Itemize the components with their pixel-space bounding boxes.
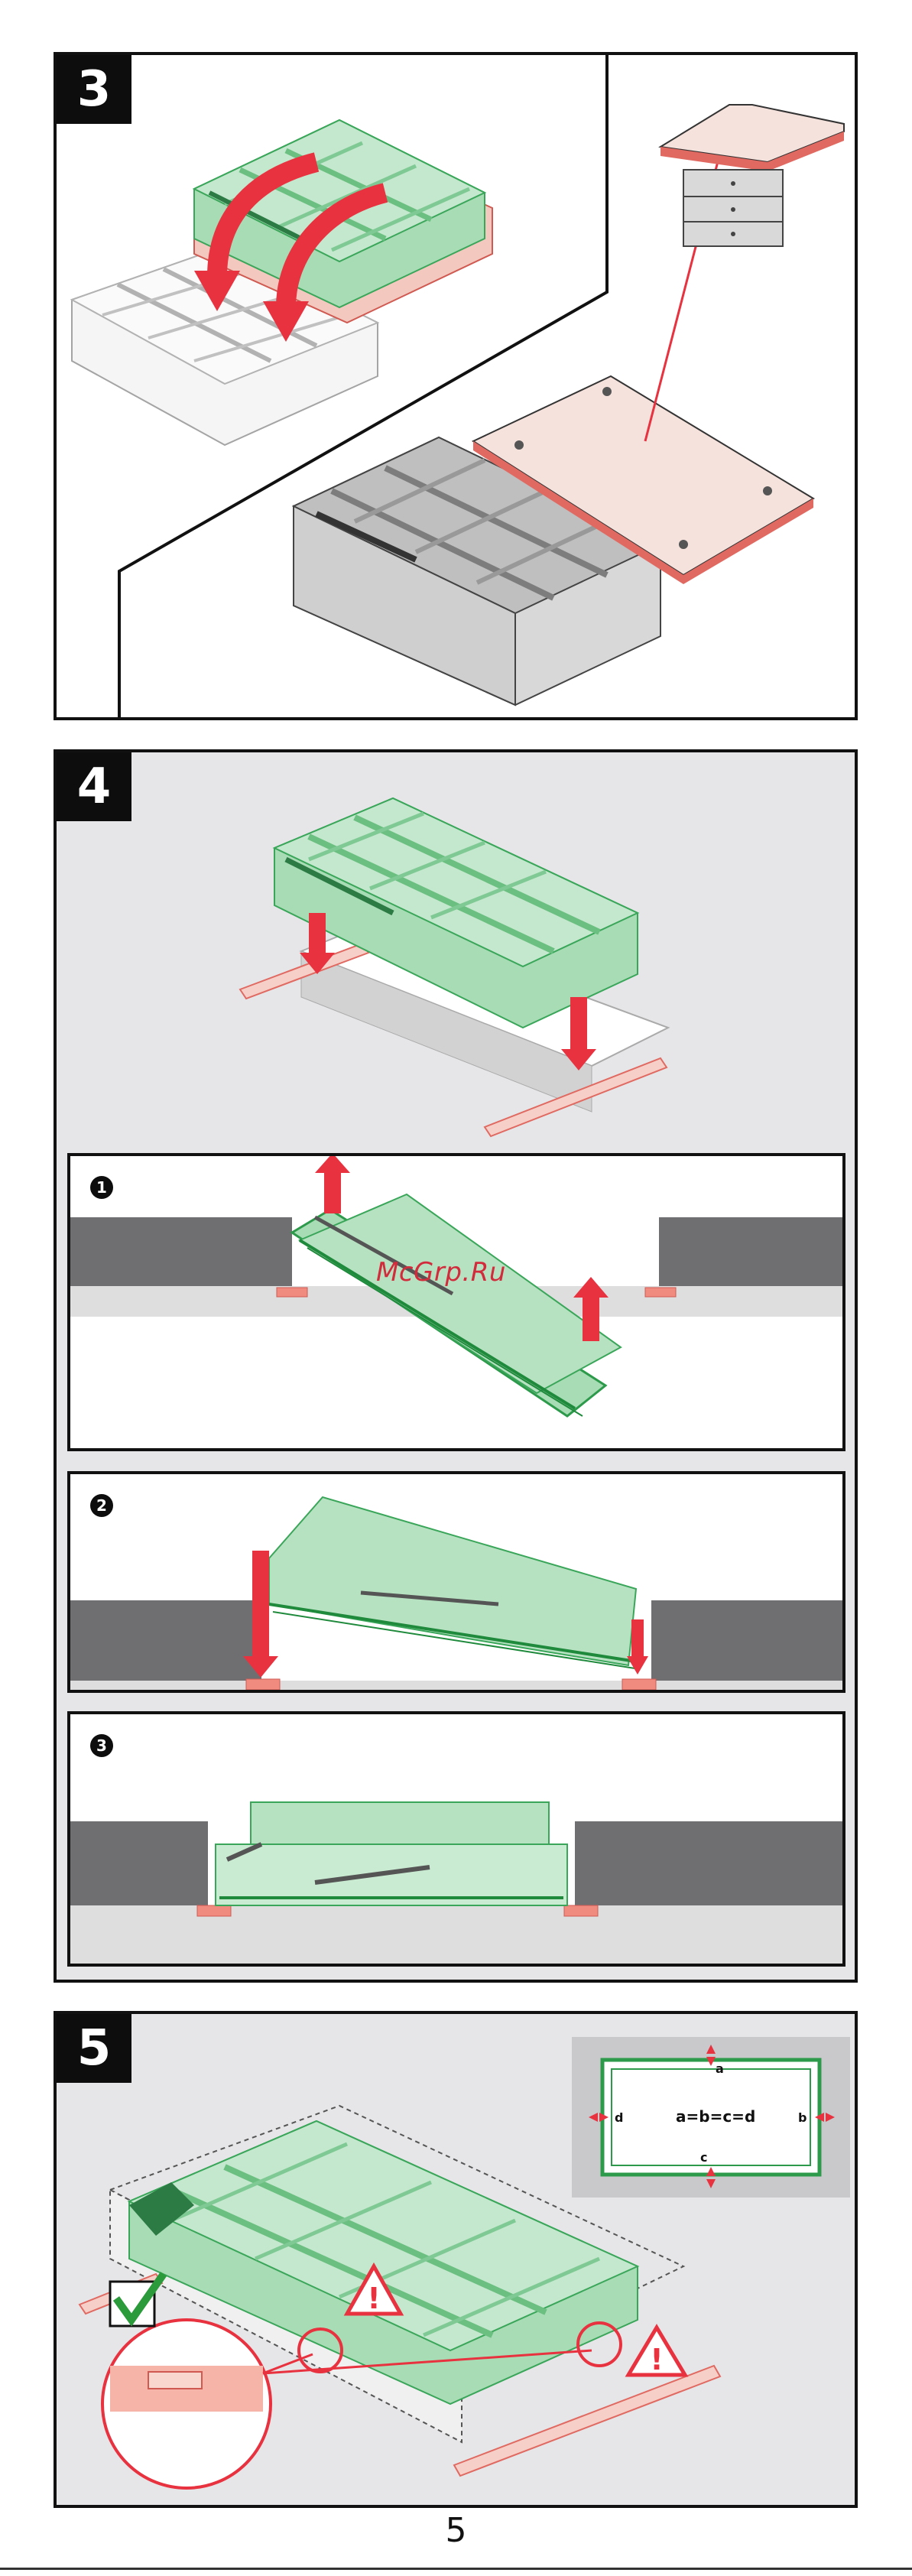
step-3-illustration [57, 55, 858, 720]
substep-badge-2: 2 [90, 1494, 113, 1517]
red-arrow-icon [570, 997, 587, 1051]
ceiling-section [70, 1821, 208, 1905]
support-batten [246, 1679, 280, 1690]
step-number-4: 4 [57, 752, 131, 821]
measurement-inset: a a=b=c=d d b c [572, 2037, 850, 2198]
step-4-main-illustration [57, 752, 858, 1150]
red-arrow-icon [252, 1551, 269, 1658]
checkmark-icon [110, 2274, 164, 2326]
inset-formula: a=b=c=d [676, 2107, 755, 2126]
lid-with-drawers [660, 105, 844, 246]
red-arrow-icon [324, 1171, 341, 1213]
red-arrow-icon [309, 913, 326, 955]
warning-triangle-icon: ! [628, 2327, 685, 2376]
bottom-rule [0, 2568, 912, 2570]
step-number-5: 5 [57, 2014, 131, 2083]
substep-2-panel: 2 [67, 1471, 845, 1693]
label-d: d [615, 2110, 623, 2125]
ceiling-section [575, 1821, 845, 1905]
page-number: 5 [0, 2511, 912, 2550]
watermark-text: McGrp.Ru [376, 1257, 506, 1288]
step-number-3: 3 [57, 55, 131, 124]
ceiling-section [659, 1217, 845, 1286]
support-batten [564, 1905, 598, 1916]
support-batten [645, 1288, 676, 1297]
ceiling-section [70, 1217, 292, 1286]
svg-text:!: ! [650, 2343, 663, 2376]
label-a: a [716, 2061, 724, 2076]
svg-text:!: ! [367, 2282, 380, 2315]
ceiling-section [70, 1600, 261, 1681]
ceiling-section [651, 1600, 845, 1681]
support-batten [277, 1288, 307, 1297]
label-b: b [798, 2110, 807, 2125]
label-c: c [700, 2150, 707, 2165]
step-3-panel: 3 [54, 52, 858, 720]
support-batten [622, 1679, 656, 1690]
substep-1-panel: 1 [67, 1153, 845, 1451]
substep-badge-1: 1 [90, 1176, 113, 1199]
substep-badge-3: 3 [90, 1734, 113, 1757]
substep-3-panel: 3 [67, 1711, 845, 1967]
step-4-panel: 4 1 [54, 749, 858, 1983]
support-batten [197, 1905, 231, 1916]
red-arrow-icon [583, 1295, 599, 1341]
red-arrow-icon [631, 1619, 644, 1658]
step-5-panel: 5 ! [54, 2011, 858, 2508]
green-frame [251, 1802, 549, 1848]
